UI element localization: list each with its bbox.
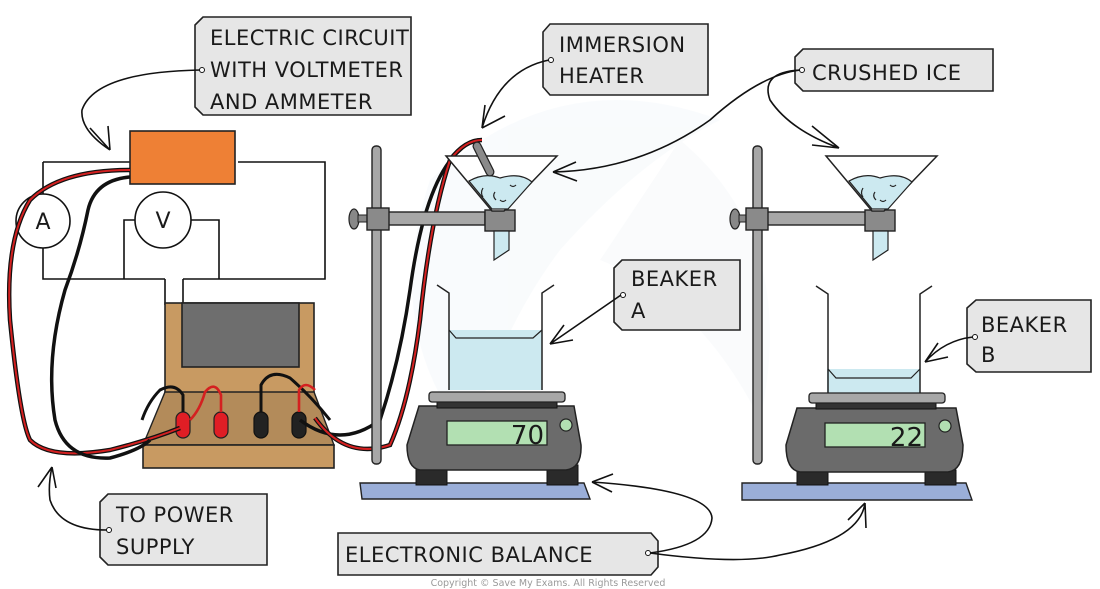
power-supply [140,302,336,469]
svg-text:CRUSHED ICE: CRUSHED ICE [812,61,962,85]
svg-text:WITH VOLTMETER: WITH VOLTMETER [210,58,404,82]
retort-stand-b [729,145,896,465]
svg-text:AND AMMETER: AND AMMETER [210,90,373,114]
circuit: A V [15,130,326,305]
svg-text:HEATER: HEATER [559,64,644,88]
voltmeter-icon: V [134,191,192,249]
svg-text:A: A [35,210,50,235]
lcd-display-b [824,422,926,448]
svg-text:IMMERSION: IMMERSION [559,33,686,57]
label-power-supply: TO POWER SUPPLY [37,466,268,566]
electronic-balance-a: 70 [359,391,592,500]
ammeter-icon: A [15,193,71,249]
lcd-display-a [446,420,548,446]
label-electronic-balance: ELECTRONIC BALANCE [337,473,867,576]
svg-text:ELECTRIC CIRCUIT: ELECTRIC CIRCUIT [210,26,409,50]
svg-text:B: B [981,343,996,367]
electronic-balance-b: 22 [741,392,973,501]
svg-text:BEAKER: BEAKER [981,313,1068,337]
joulemeter-box [129,130,236,185]
beaker-a [436,284,555,390]
reading-b: 22 [890,423,923,453]
svg-text:BEAKER: BEAKER [631,267,718,291]
svg-text:A: A [631,299,646,323]
label-crushed-ice: CRUSHED ICE [552,48,994,182]
svg-text:ELECTRONIC BALANCE: ELECTRONIC BALANCE [345,543,593,567]
retort-stand-a [348,145,516,465]
funnel-a [444,141,559,212]
beaker-b [815,285,933,394]
svg-text:V: V [155,209,170,234]
label-circuit: ELECTRIC CIRCUIT WITH VOLTMETER AND AMME… [81,16,412,151]
svg-text:SUPPLY: SUPPLY [116,535,195,559]
reading-a: 70 [511,421,544,451]
label-heater: IMMERSION HEATER [481,23,709,129]
copyright-text: Copyright © Save My Exams. All Rights Re… [431,578,666,589]
funnel-b [824,155,939,212]
power-supply-screen [181,302,300,368]
label-beaker-b: BEAKER B [924,299,1092,373]
svg-text:TO POWER: TO POWER [115,503,234,527]
label-beaker-a: BEAKER A [549,259,741,345]
